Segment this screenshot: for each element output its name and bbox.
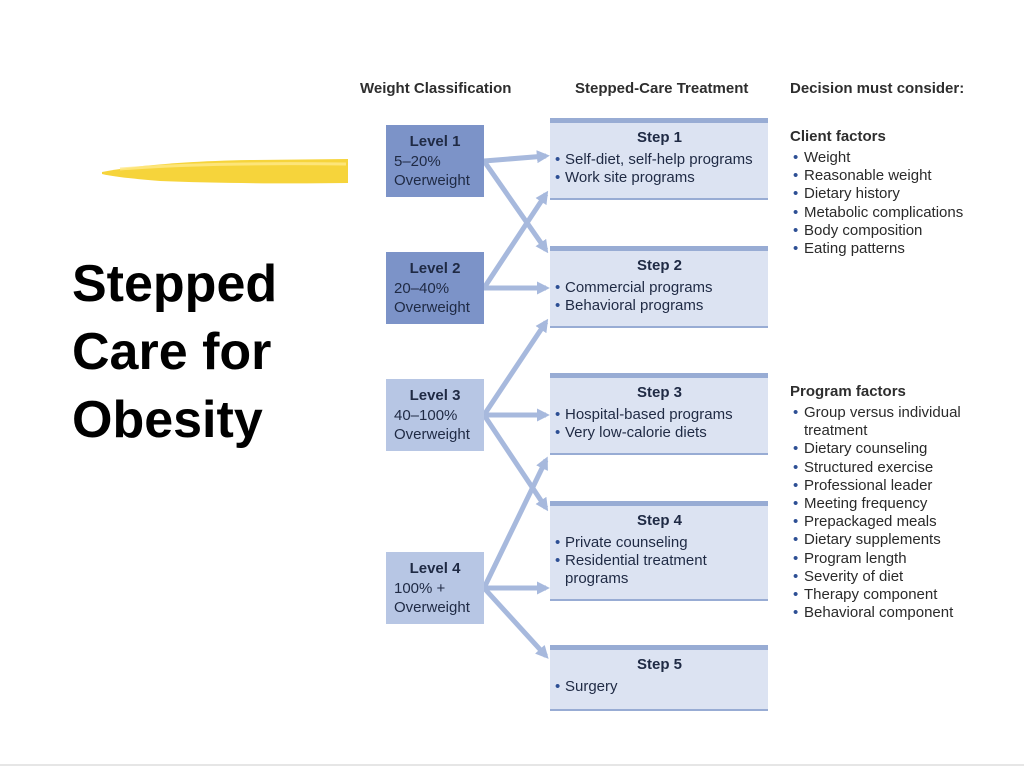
- list-item: Dietary history: [790, 185, 1020, 203]
- list-item: Weight: [790, 149, 1020, 167]
- list-item: Behavioral component: [790, 604, 980, 622]
- list-item: Body composition: [790, 222, 1020, 240]
- level-note: Overweight: [394, 172, 470, 189]
- list-item: Commercial programs: [555, 279, 764, 297]
- list-item: Very low-calorie diets: [555, 424, 764, 442]
- step-name: Step 5: [636, 656, 682, 673]
- header-weight-classification: Weight Classification: [360, 80, 512, 97]
- step-name: Step 4: [636, 512, 682, 529]
- list-item: Prepackaged meals: [790, 513, 980, 531]
- step-2-list: Commercial programs Behavioral programs: [555, 279, 764, 315]
- highlighter-stroke: [102, 159, 348, 184]
- list-item: Dietary supplements: [790, 531, 980, 549]
- arrow-level1-step2: [481, 159, 549, 254]
- level-1-box: Level 1 5–20% Overweight: [386, 125, 484, 197]
- arrow-level3-step4: [481, 413, 549, 512]
- client-factors: Client factors Weight Reasonable weight …: [790, 128, 1020, 258]
- level-name: Level 3: [409, 387, 461, 404]
- title-line-3: Obesity: [72, 391, 263, 449]
- client-factors-title: Client factors: [790, 128, 886, 145]
- list-item: Professional leader: [790, 477, 980, 495]
- level-name: Level 4: [409, 560, 461, 577]
- list-item: Residential treatment programs: [555, 552, 764, 588]
- level-note: Overweight: [394, 299, 470, 316]
- list-item: Group versus individual treatment: [790, 404, 980, 440]
- header-decision-considerations: Decision must consider:: [790, 80, 965, 97]
- level-4-box: Level 4 100% + Overweight: [386, 552, 484, 624]
- step-3-list: Hospital-based programs Very low-calorie…: [555, 406, 764, 442]
- title-line-2: Care for: [72, 323, 272, 381]
- list-item: Reasonable weight: [790, 167, 1020, 185]
- step-name: Step 1: [636, 129, 682, 146]
- list-item: Hospital-based programs: [555, 406, 764, 424]
- step-5-list: Surgery: [555, 678, 764, 696]
- list-item: Eating patterns: [790, 240, 1020, 258]
- list-item: Structured exercise: [790, 459, 980, 477]
- step-4-list: Private counseling Residential treatment…: [555, 534, 764, 588]
- arrow-level4-step3: [481, 456, 549, 590]
- list-item: Therapy component: [790, 586, 980, 604]
- list-item: Program length: [790, 550, 980, 568]
- step-name: Step 2: [636, 257, 682, 274]
- list-item: Meeting frequency: [790, 495, 980, 513]
- step-5-box: Step 5 Surgery: [550, 645, 768, 711]
- arrow-level4-step5: [482, 586, 549, 659]
- program-factors-title: Program factors: [790, 383, 906, 400]
- level-name: Level 1: [409, 133, 461, 150]
- level-note: Overweight: [394, 426, 470, 443]
- level-range: 100% +: [394, 580, 446, 597]
- list-item: Surgery: [555, 678, 764, 696]
- step-3-box: Step 3 Hospital-based programs Very low-…: [550, 373, 768, 455]
- level-name: Level 2: [409, 260, 461, 277]
- connector-arrows: [481, 150, 550, 659]
- step-1-box: Step 1 Self-diet, self-help programs Wor…: [550, 118, 768, 200]
- bottom-rule: [0, 764, 1024, 766]
- highlighter-stroke-streak: [119, 162, 347, 171]
- level-note: Overweight: [394, 599, 470, 616]
- step-4-box: Step 4 Private counseling Residential tr…: [550, 501, 768, 601]
- level-2-box: Level 2 20–40% Overweight: [386, 252, 484, 324]
- list-item: Dietary counseling: [790, 440, 980, 458]
- list-item: Private counseling: [555, 534, 764, 552]
- step-name: Step 3: [636, 384, 682, 401]
- level-range: 40–100%: [394, 407, 458, 424]
- client-factors-list: Weight Reasonable weight Dietary history…: [790, 149, 1020, 258]
- list-item: Self-diet, self-help programs: [555, 151, 764, 169]
- step-2-box: Step 2 Commercial programs Behavioral pr…: [550, 246, 768, 328]
- program-factors-list: Group versus individual treatment Dietar…: [790, 404, 980, 623]
- list-item: Behavioral programs: [555, 297, 764, 315]
- arrow-level3-step2: [481, 318, 549, 417]
- step-1-list: Self-diet, self-help programs Work site …: [555, 151, 764, 187]
- arrow-level2-step1: [481, 190, 549, 290]
- header-stepped-care-treatment: Stepped-Care Treatment: [575, 80, 749, 97]
- level-range: 5–20%: [394, 153, 441, 170]
- level-3-box: Level 3 40–100% Overweight: [386, 379, 484, 451]
- arrow-level1-step1: [483, 150, 550, 164]
- title-line-1: Stepped: [72, 255, 278, 313]
- list-item: Severity of diet: [790, 568, 980, 586]
- list-item: Metabolic complications: [790, 204, 1020, 222]
- level-range: 20–40%: [394, 280, 450, 297]
- program-factors: Program factors Group versus individual …: [790, 383, 980, 623]
- slide-title: Stepped Care for Obesity: [72, 250, 362, 454]
- list-item: Work site programs: [555, 169, 764, 187]
